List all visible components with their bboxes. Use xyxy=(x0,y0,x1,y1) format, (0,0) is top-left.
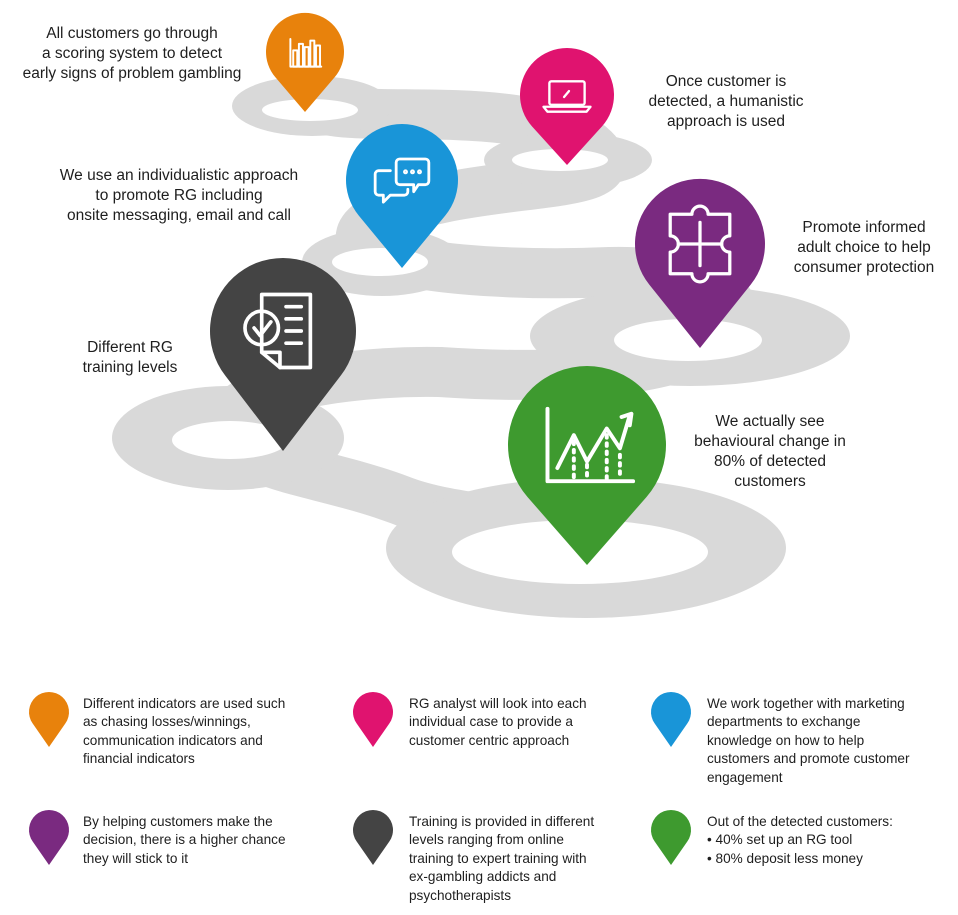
pin-base-ring xyxy=(262,99,358,121)
laptop-icon xyxy=(542,80,592,113)
puzzle-icon xyxy=(668,204,732,284)
caption-pink: Once customer is detected, a humanistic … xyxy=(648,73,804,130)
legend-pin-blue xyxy=(651,691,692,747)
caption-purple: Promote informed adult choice to help co… xyxy=(793,219,935,276)
legend-pin-purple xyxy=(28,809,70,865)
legend-text-green: Out of the detected customers: • 40% set… xyxy=(707,814,893,866)
caption-green: We actually see behavioural change in 80… xyxy=(694,413,846,490)
legend-text-pink: RG analyst will look into each individua… xyxy=(409,696,587,748)
legend-text-blue: We work together with marketing departme… xyxy=(707,696,910,785)
pin-base-ring xyxy=(614,319,762,361)
checklist-document-icon xyxy=(243,292,313,370)
legend-pin-pink xyxy=(353,691,393,747)
pin-shape-dark xyxy=(210,257,357,451)
map-pins xyxy=(210,12,765,565)
map-pin-orange xyxy=(266,12,344,112)
road-marker-bases xyxy=(172,99,762,584)
pin-base-ring xyxy=(172,421,288,459)
legend-pin-dark xyxy=(353,809,393,865)
legend-text-purple: By helping customers make the decision, … xyxy=(83,814,286,866)
caption-blue: We use an individualistic approach to pr… xyxy=(59,167,299,224)
map-pin-purple xyxy=(634,178,765,348)
bar-chart-icon xyxy=(289,38,323,68)
legend-pin-green xyxy=(651,809,692,865)
legend-text-orange: Different indicators are used such as ch… xyxy=(83,696,286,767)
pin-base-ring xyxy=(512,149,608,171)
legend-pin-orange xyxy=(28,691,70,747)
growth-chart-icon xyxy=(545,406,636,484)
caption-orange: All customers go through a scoring syste… xyxy=(22,25,242,82)
map-pin-green xyxy=(508,366,666,565)
map-pin-dark xyxy=(210,257,357,451)
map-pin-pink xyxy=(520,48,615,166)
legend-pins xyxy=(28,691,692,865)
caption-dark: Different RG training levels xyxy=(82,339,178,376)
map-pin-blue xyxy=(346,123,459,268)
legend-text-dark: Training is provided in different levels… xyxy=(409,814,595,903)
chat-bubbles-icon xyxy=(373,157,431,204)
